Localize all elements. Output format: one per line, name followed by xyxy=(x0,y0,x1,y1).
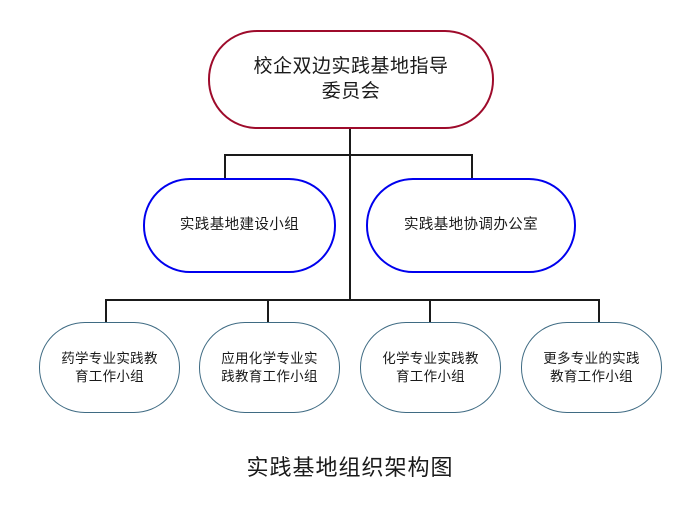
node-level3-applied-chemistry-group[interactable]: 应用化学专业实 践教育工作小组 xyxy=(199,322,340,413)
node-root-committee[interactable]: 校企双边实践基地指导 委员会 xyxy=(208,30,494,129)
node-level2-coordination-office[interactable]: 实践基地协调办公室 xyxy=(366,178,576,273)
node-level3-pharmacy-group[interactable]: 药学专业实践教 育工作小组 xyxy=(39,322,180,413)
node-level3-chemistry-group[interactable]: 化学专业实践教 育工作小组 xyxy=(360,322,501,413)
diagram-caption: 实践基地组织架构图 xyxy=(246,455,454,480)
node-level3-more-majors-group[interactable]: 更多专业的实践 教育工作小组 xyxy=(521,322,662,413)
node-level2-construction-group[interactable]: 实践基地建设小组 xyxy=(143,178,336,273)
